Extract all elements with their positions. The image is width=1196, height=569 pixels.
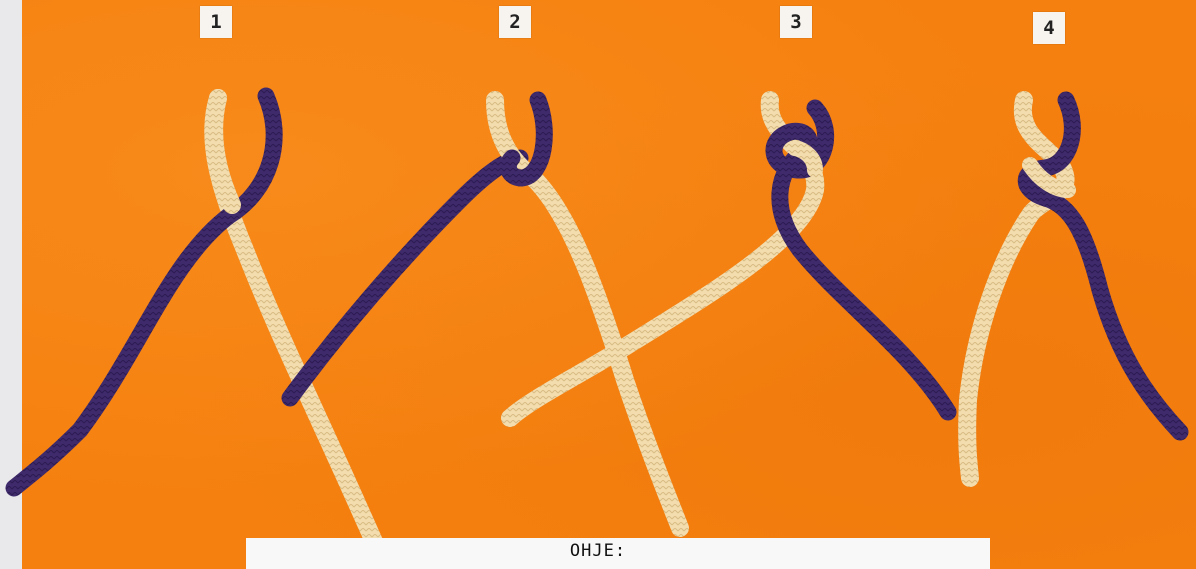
instructions-label: OHJE: xyxy=(246,538,990,564)
instructions-box: OHJE: xyxy=(246,538,990,569)
step-1-cords xyxy=(14,96,382,560)
step-4-cords xyxy=(967,100,1180,478)
step-2-light-cord xyxy=(495,100,680,528)
step-4-light-cord xyxy=(967,100,1065,478)
step-1-light-cord xyxy=(213,98,382,560)
step-1-dark-cord xyxy=(14,96,274,488)
step-2-dark-cord xyxy=(290,158,520,398)
